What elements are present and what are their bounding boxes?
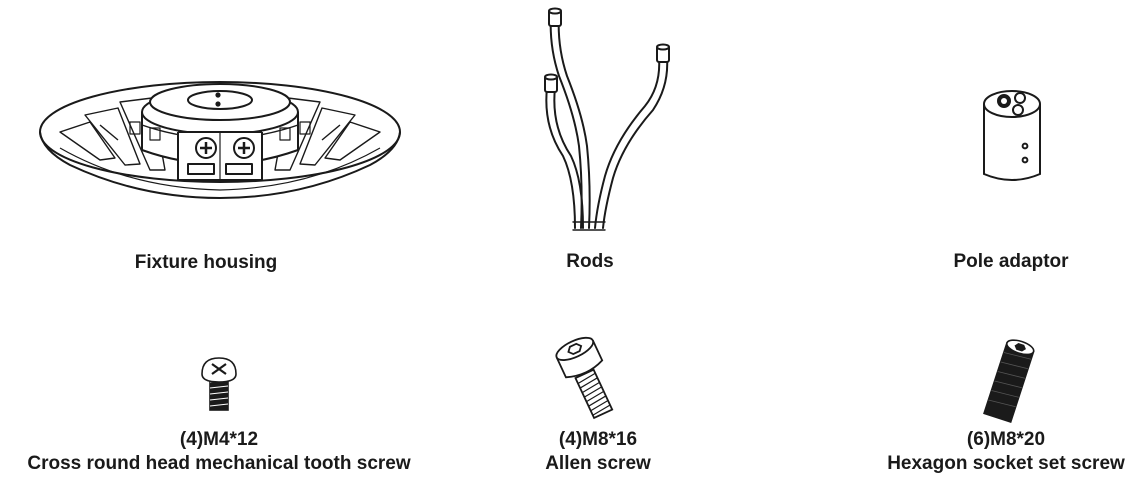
cross-screw-icon	[201, 357, 237, 411]
set-screw-icon	[983, 339, 1035, 424]
pole-adaptor-icon	[983, 90, 1041, 181]
fixture-housing-label: Fixture housing	[134, 252, 278, 273]
set-screw-size: (6)M8*20	[966, 429, 1046, 450]
cross-screw-size: (4)M4*12	[179, 429, 259, 450]
fixture-housing-icon	[39, 81, 401, 199]
set-screw-name: Hexagon socket set screw	[887, 453, 1125, 474]
allen-screw-icon	[555, 336, 614, 420]
rods-label: Rods	[566, 251, 614, 272]
allen-screw-name: Allen screw	[545, 453, 651, 474]
allen-screw-size: (4)M8*16	[558, 429, 638, 450]
pole-adaptor-label: Pole adaptor	[953, 251, 1069, 272]
cross-screw-name: Cross round head mechanical tooth screw	[27, 453, 411, 474]
rods-icon	[544, 7, 670, 231]
